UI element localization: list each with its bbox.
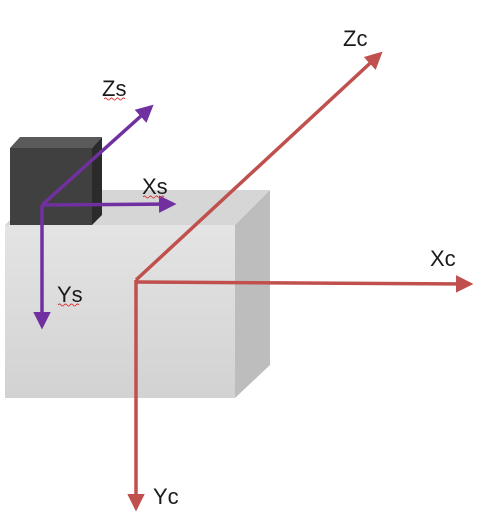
spellcheck-squiggle-zs: [103, 97, 126, 101]
sensor-y-label: Ys: [57, 282, 83, 307]
sensor-cube-front: [10, 148, 92, 225]
spellcheck-squiggle-xs: [142, 195, 165, 199]
camera-z-axis: [134, 51, 383, 282]
camera-z-label: Zc: [343, 26, 367, 51]
base-block-front: [5, 225, 235, 398]
sensor-x-axis: [41, 195, 177, 213]
base-block-side: [235, 190, 270, 398]
sensor-z-axis: [40, 104, 154, 207]
camera-frame: Zc Xc Yc: [127, 26, 474, 512]
sensor-z-label: Zs: [102, 76, 126, 101]
camera-x-label: Xc: [430, 246, 456, 271]
camera-x-axis: [135, 275, 474, 293]
sensor-cube-top: [10, 137, 102, 148]
camera-y-label: Yc: [153, 484, 179, 509]
sensor-cube: [10, 137, 102, 225]
sensor-frame: Zs Xs Ys: [33, 76, 177, 330]
spellcheck-squiggle-ys: [57, 303, 80, 307]
sensor-x-label: Xs: [142, 174, 168, 199]
